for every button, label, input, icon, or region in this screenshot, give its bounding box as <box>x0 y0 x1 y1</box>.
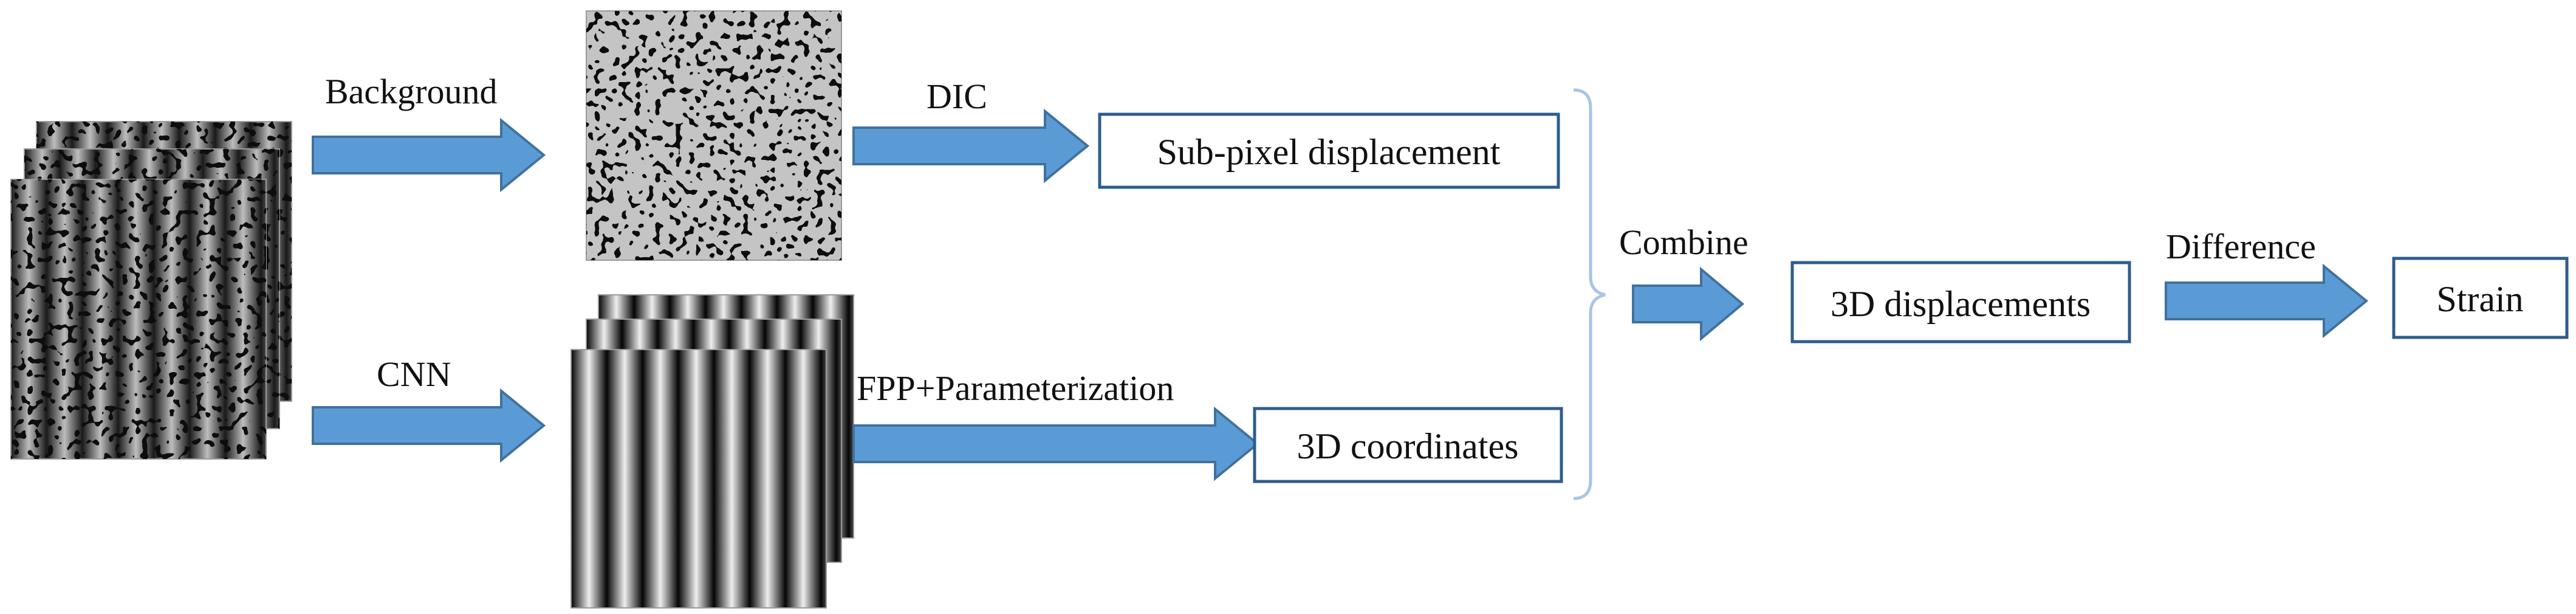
difference-arrow <box>2165 263 2369 339</box>
dic-label: DIC <box>927 77 987 116</box>
combine-label: Combine <box>1619 222 1749 262</box>
combine-bracket <box>1573 88 1606 500</box>
combine-arrow <box>1632 266 1745 342</box>
strain-box <box>2392 257 2569 339</box>
dic-arrow <box>852 108 1090 184</box>
background-arrow <box>312 117 546 193</box>
background-label: Background <box>325 72 498 111</box>
fpp-label: FPP+Parameterization <box>857 368 1174 408</box>
3d-displacements-box <box>1790 261 2131 343</box>
speckle-image <box>586 10 842 261</box>
cnn-arrow <box>312 388 546 463</box>
3d-coordinates-box <box>1253 407 1563 483</box>
input-image-stack <box>10 121 292 460</box>
fpp-arrow <box>852 406 1260 481</box>
3d-coordinates-text: 3D coordinates <box>1297 426 1519 466</box>
3d-displacements-text: 3D displacements <box>1831 284 2091 324</box>
cnn-label: CNN <box>377 354 451 394</box>
subpixel-displacement-box <box>1098 112 1560 189</box>
subpixel-displacement-text: Sub-pixel displacement <box>1157 132 1501 172</box>
strain-text: Strain <box>2436 279 2523 319</box>
fringe-image-stack <box>570 294 854 609</box>
difference-label: Difference <box>2166 227 2316 266</box>
